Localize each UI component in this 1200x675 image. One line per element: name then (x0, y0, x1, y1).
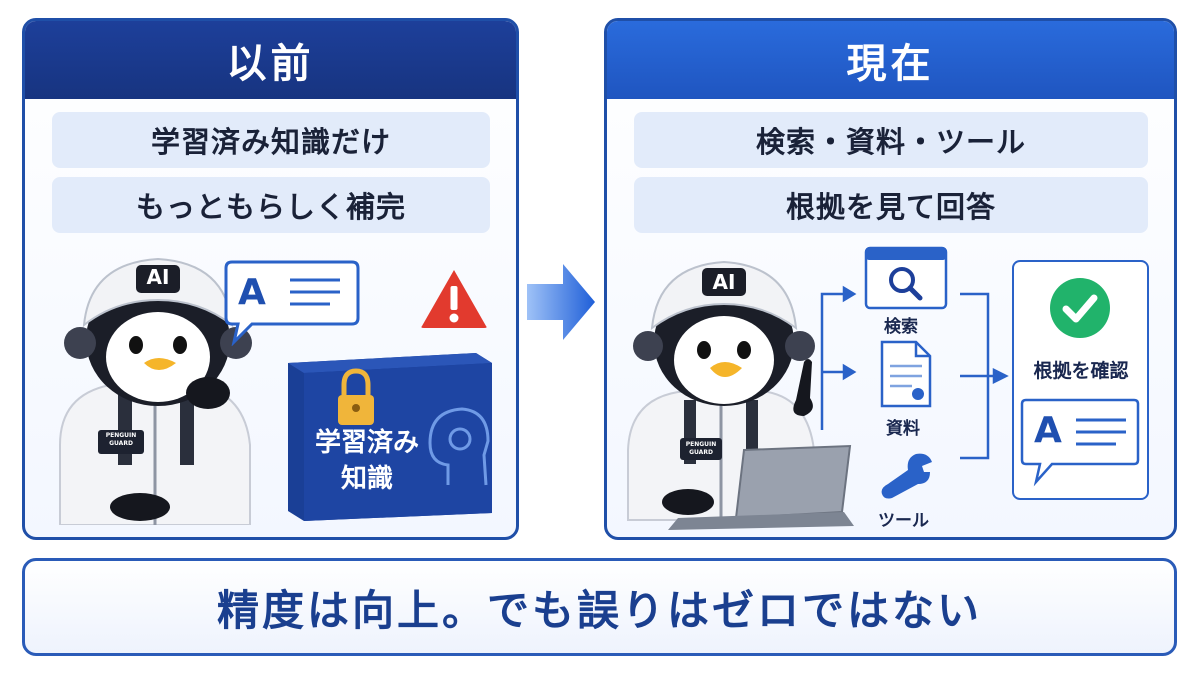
helmet-ai-label-2: AI (712, 270, 736, 294)
search-icon (864, 246, 948, 310)
warning-icon (421, 270, 487, 328)
mind-gear-icon (428, 407, 490, 486)
wrench-icon (881, 453, 932, 499)
locked-knowledge-box (288, 353, 492, 521)
tool-label-tools: ツール (878, 511, 929, 531)
answer-letter-a: A (1034, 410, 1062, 451)
penguin-thinking-illustration (59, 257, 252, 525)
now-title: 現在 (607, 21, 1174, 99)
flow-connectors (820, 285, 1009, 460)
box-label: 学習済み 知識 (292, 425, 442, 497)
before-item-2: もっともらしく補完 (52, 177, 490, 233)
penguin-badge (98, 430, 144, 454)
padlock-icon (338, 368, 374, 425)
helmet-plate (136, 265, 180, 293)
document-icon (880, 340, 932, 408)
penguin-laptop-illustration (627, 260, 854, 530)
transition-arrow-icon (527, 264, 595, 340)
before-title: 以前 (25, 21, 516, 99)
bubble-letter-a: A (238, 272, 266, 313)
verified-answer-bubble (1020, 398, 1140, 487)
now-item-2: 根拠を見て回答 (634, 177, 1148, 233)
verify-label: 根拠を確認 (1033, 360, 1129, 382)
before-item-1: 学習済み知識だけ (52, 112, 490, 168)
conclusion-banner: 精度は向上。でも誤りはゼロではない (22, 558, 1177, 656)
check-icon (1050, 278, 1110, 338)
penguin-badge-text-2: PENGUIN GUARD (685, 441, 717, 456)
tool-label-docs: 資料 (886, 419, 920, 439)
now-item-1: 検索・資料・ツール (634, 112, 1148, 168)
helmet-ai-label: AI (146, 265, 170, 289)
penguin-badge-text: PENGUIN GUARD (105, 432, 137, 447)
box-label-line1: 学習済み (314, 428, 419, 458)
box-label-line2: 知識 (340, 464, 393, 494)
answer-bubble (224, 260, 360, 346)
tool-label-search: 検索 (884, 317, 918, 337)
